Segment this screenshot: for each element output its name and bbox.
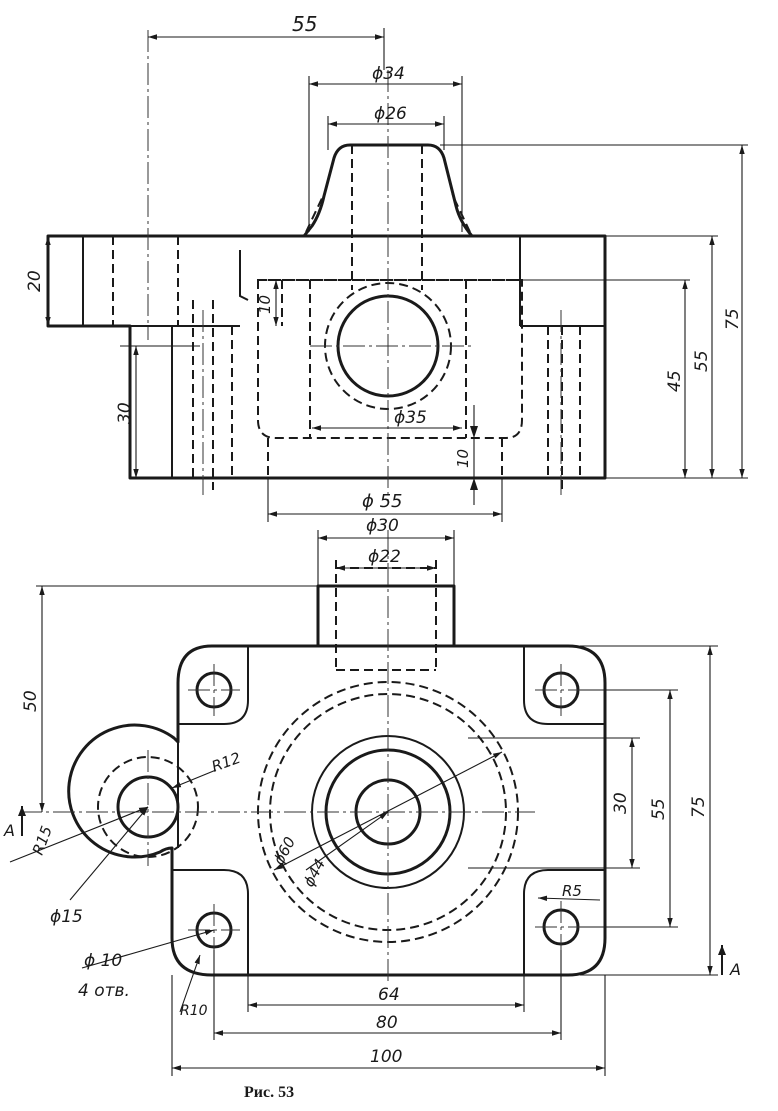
leader-r5 — [537, 895, 601, 901]
pocket-top-right — [523, 646, 605, 725]
dim-45: 45 — [665, 370, 685, 392]
leader-r10 — [179, 954, 201, 1013]
dim-d44: ϕ44 — [300, 856, 330, 890]
section-mark-left: A — [3, 821, 15, 840]
leader-d10 — [81, 929, 215, 969]
pocket-bottom-right — [523, 869, 605, 975]
dim-d15: ϕ15 — [50, 907, 83, 927]
dim-22: ϕ22 — [368, 547, 401, 567]
dim-30-right: 30 — [611, 792, 631, 814]
dim-34: ϕ34 — [372, 64, 405, 84]
dim-26: ϕ26 — [374, 104, 407, 124]
dim-r10: R10 — [180, 1003, 208, 1019]
dim-55-side: 55 — [692, 350, 712, 372]
flange-notch — [239, 250, 249, 301]
figure-caption: Рис. 53 — [244, 1084, 294, 1101]
pocket-bottom-left — [172, 869, 249, 975]
dim-75-right: 75 — [689, 796, 709, 818]
body-outline — [67, 644, 607, 977]
pocket-top-left — [178, 646, 249, 725]
dim-10-bottom: 10 — [454, 449, 472, 468]
section-mark-right: A — [729, 960, 741, 979]
leader-r12 — [171, 769, 217, 789]
dim-55-right: 55 — [649, 798, 669, 820]
plan-view: ϕ30 ϕ22 50 R12 R15 ϕ15 ϕ60 ϕ44 ϕ 10 4 от… — [3, 516, 741, 1076]
dim-100: 100 — [370, 1047, 402, 1067]
cavity-hidden — [257, 279, 523, 439]
bore-hidden-b — [451, 193, 471, 233]
dim-80: 80 — [376, 1013, 398, 1033]
dim-20: 20 — [25, 270, 45, 292]
leader-d15 — [69, 806, 149, 901]
dim-r5: R5 — [562, 882, 582, 900]
dim-r12: R12 — [209, 749, 243, 776]
leader-d60 — [273, 751, 503, 871]
leader-d44 — [305, 811, 389, 871]
holes-count: 4 отв. — [78, 981, 130, 1001]
dim-r15: R15 — [29, 823, 56, 857]
leader-r15 — [9, 806, 149, 863]
dim-10-slot: 10 — [256, 295, 274, 314]
boss-outline — [302, 143, 474, 237]
dim-75-side: 75 — [723, 308, 743, 330]
dim-50: 50 — [21, 690, 41, 712]
boss-stub — [316, 584, 456, 646]
dim-64: 64 — [378, 985, 400, 1005]
dim-55-top: 55 — [292, 12, 317, 36]
front-view: 55 ϕ34 ϕ26 20 10 30 45 55 75 ϕ35 10 ϕ 55 — [25, 12, 748, 522]
dim-55-bottom: ϕ 55 — [362, 491, 403, 512]
dim-30: 30 — [115, 402, 135, 424]
dim-30-top: ϕ30 — [366, 516, 399, 536]
dim-35: ϕ35 — [394, 408, 427, 428]
dim-d10: ϕ 10 — [84, 951, 122, 971]
